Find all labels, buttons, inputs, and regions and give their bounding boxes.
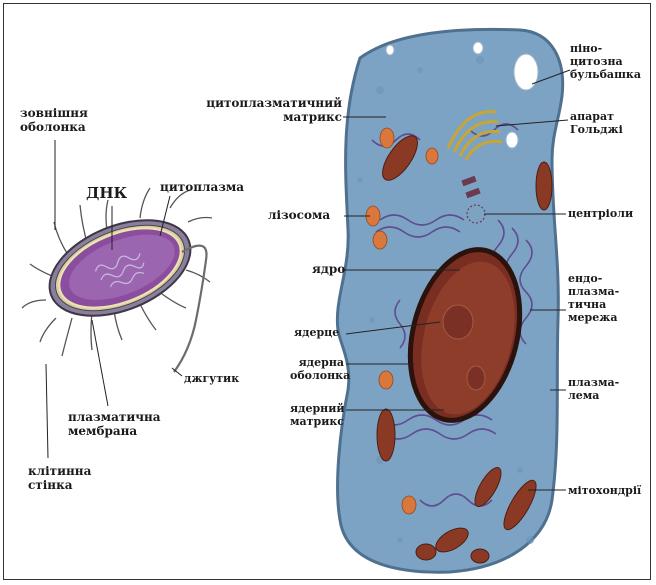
label-lysosome: лізосома (268, 208, 330, 222)
nucleolus (443, 305, 473, 339)
eukaryotic-cell (337, 29, 562, 572)
nucleolus-secondary (467, 366, 485, 390)
label-centrioles: центріоли (568, 207, 633, 220)
label-nuclear-envelope: ядерна оболонка (290, 356, 344, 382)
label-outer-membrane: зовнішня оболонка (20, 106, 88, 134)
label-nucleus: ядро (312, 262, 345, 276)
label-nuclear-matrix: ядерний матрикс (290, 402, 344, 428)
label-golgi: апарат Гольджі (570, 110, 623, 136)
label-flagellum: джгутик (184, 372, 239, 385)
label-plasma-membrane: плазматична мембрана (68, 410, 161, 438)
label-cell-wall: клітинна стінка (28, 464, 91, 492)
label-plasmalemma: плазма- лема (568, 376, 619, 402)
label-bacterial-cytoplasm: цитоплазма (160, 180, 244, 194)
bacterium (22, 188, 212, 372)
label-mitochondria: мітохондрії (568, 484, 641, 497)
label-cytoplasmic-matrix: цитоплазматичний матрикс (192, 96, 342, 124)
label-er: ендо- плазма- тична мережа (568, 272, 619, 324)
label-nucleolus: ядерце (294, 326, 339, 339)
label-pinocytic-vesicle: піно- цитозна бульбашка (570, 42, 641, 81)
label-dna: ДНК (86, 186, 127, 200)
